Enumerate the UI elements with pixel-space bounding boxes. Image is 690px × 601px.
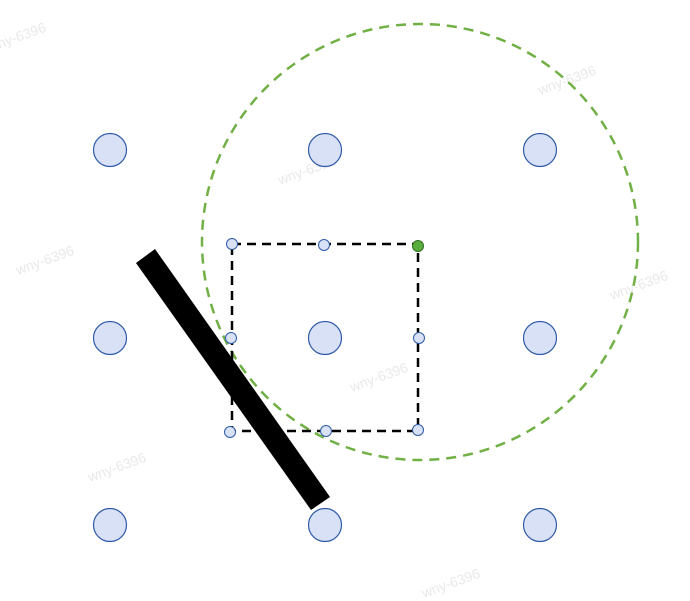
grid-dot-r2c2[interactable] bbox=[307, 320, 343, 356]
handle-middle-left[interactable] bbox=[225, 332, 237, 344]
handle-bottom-middle[interactable] bbox=[320, 425, 332, 437]
watermark: wny-6396 bbox=[607, 267, 671, 303]
grid-dot-r1c2[interactable] bbox=[307, 132, 343, 168]
watermark: wny-6396 bbox=[13, 242, 77, 278]
grid-dot-r3c2[interactable] bbox=[307, 507, 343, 543]
dot-grid bbox=[92, 132, 558, 543]
dashed-circle bbox=[200, 22, 640, 462]
handle-top-right[interactable] bbox=[412, 240, 424, 252]
handle-bottom-right[interactable] bbox=[412, 424, 424, 436]
handle-bottom-left[interactable] bbox=[224, 426, 236, 438]
watermark: wny-6396 bbox=[85, 449, 149, 485]
watermark: wny-6396 bbox=[347, 359, 411, 395]
handle-middle-right[interactable] bbox=[413, 332, 425, 344]
watermark: wny-6396 bbox=[535, 62, 599, 98]
grid-dot-r2c3[interactable] bbox=[522, 320, 558, 356]
handle-top-left[interactable] bbox=[226, 238, 238, 250]
watermark: wny-6396 bbox=[419, 565, 483, 601]
grid-dot-r1c3[interactable] bbox=[522, 132, 558, 168]
grid-dot-r3c1[interactable] bbox=[92, 507, 128, 543]
grid-dot-r1c1[interactable] bbox=[92, 132, 128, 168]
grid-dot-r2c1[interactable] bbox=[92, 320, 128, 356]
handle-top-middle[interactable] bbox=[318, 239, 330, 251]
watermark: wny-6396 bbox=[0, 19, 48, 55]
selection-handles bbox=[224, 238, 425, 438]
black-bar[interactable] bbox=[136, 249, 330, 510]
grid-dot-r3c3[interactable] bbox=[522, 507, 558, 543]
